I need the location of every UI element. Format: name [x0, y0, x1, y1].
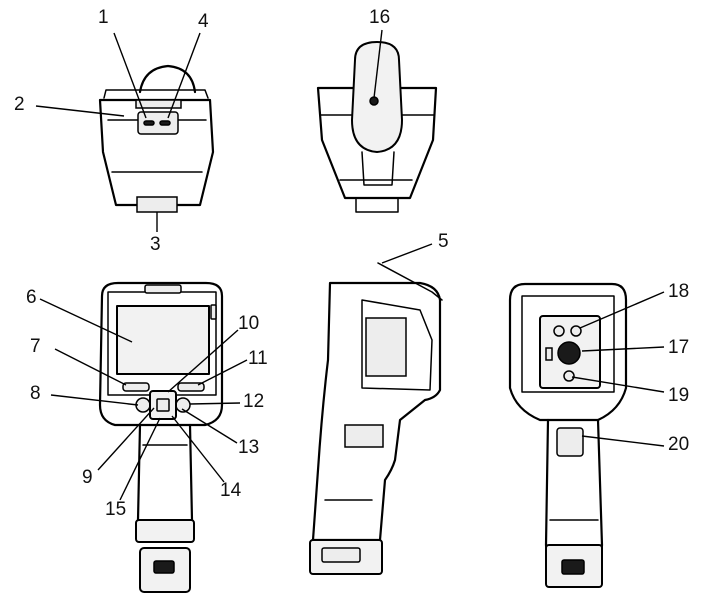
callout-18: 18: [668, 281, 690, 302]
side-view: [309, 262, 443, 575]
callout-4: 4: [198, 11, 209, 32]
side-body: [311, 281, 442, 542]
front-left-button: [135, 397, 151, 413]
top-clip: [136, 196, 178, 213]
front-battery-cap: [135, 519, 195, 543]
callout-1: 1: [98, 7, 109, 28]
front-screen: [116, 305, 210, 375]
callout-7: 7: [30, 336, 41, 357]
callout-16: 16: [369, 7, 391, 28]
side-screen: [365, 317, 407, 377]
callout-9: 9: [82, 467, 93, 488]
callout-17: 17: [668, 337, 690, 358]
rear-lens-housing: [351, 41, 403, 153]
top-port-left: [143, 120, 155, 126]
callout-3: 3: [150, 234, 161, 255]
side-trigger: [344, 424, 384, 448]
back-trigger: [556, 427, 584, 457]
callout-10: 10: [238, 313, 260, 334]
back-main-lens: [557, 341, 581, 365]
front-left-soft-key: [122, 382, 150, 392]
rear-top-view: [316, 41, 438, 213]
callout-14: 14: [220, 480, 242, 501]
back-small-lens: [563, 370, 575, 382]
callout-13: 13: [238, 437, 260, 458]
callout-19: 19: [668, 385, 690, 406]
rear-lens-dot: [369, 96, 379, 106]
front-right-soft-key: [177, 382, 205, 392]
back-view: [508, 282, 628, 588]
leader-lines: [35, 29, 665, 501]
top-port-right: [159, 120, 171, 126]
callout-6: 6: [26, 287, 37, 308]
top-view: [98, 64, 215, 213]
front-top-slot: [144, 284, 182, 294]
callout-12: 12: [243, 391, 265, 412]
callout-8: 8: [30, 383, 41, 404]
callout-2: 2: [14, 94, 25, 115]
back-sensor-right: [570, 325, 582, 337]
callout-15: 15: [105, 499, 127, 520]
callout-20: 20: [668, 434, 690, 455]
callout-11: 11: [248, 348, 268, 369]
callout-5: 5: [438, 231, 449, 252]
back-sensor-left: [553, 325, 565, 337]
front-view: [98, 281, 224, 593]
